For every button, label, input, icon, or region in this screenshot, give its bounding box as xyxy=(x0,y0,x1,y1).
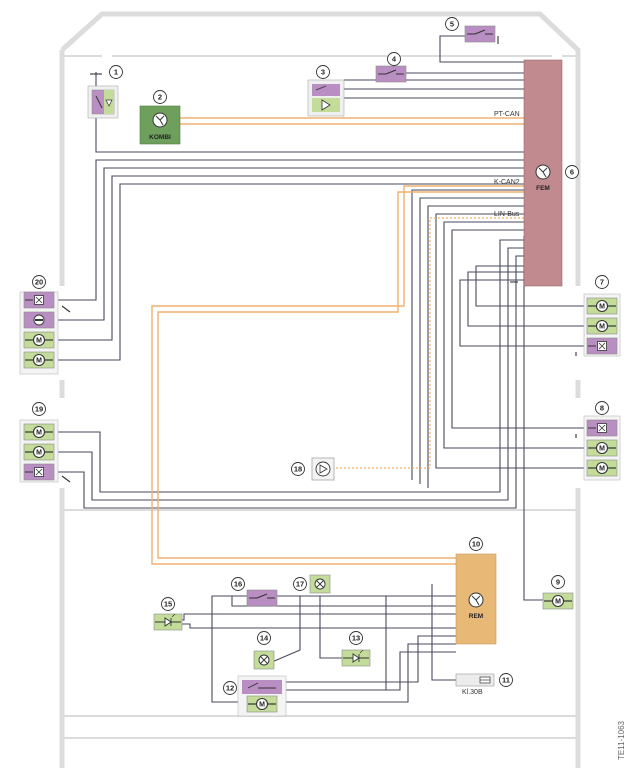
component-5 xyxy=(464,25,496,43)
motor-icon xyxy=(23,423,55,441)
x-icon xyxy=(586,419,618,437)
x-icon xyxy=(23,291,55,309)
component-13 xyxy=(341,649,371,667)
kombi-label: KOMBI xyxy=(149,134,171,141)
callout-19: 19 xyxy=(35,405,43,414)
motor-icon xyxy=(23,443,55,461)
component-15 xyxy=(153,613,183,631)
motor-icon xyxy=(246,695,278,713)
component-3 xyxy=(307,79,345,117)
callout-2: 2 xyxy=(158,93,162,102)
k-can2-bus xyxy=(151,185,524,565)
component-12 xyxy=(237,675,287,717)
fem-control-unit: FEM xyxy=(523,59,563,287)
component-19 xyxy=(19,419,59,483)
lin-bus xyxy=(334,217,524,469)
callout-1: 1 xyxy=(114,68,118,77)
vehicle-outline xyxy=(59,11,581,768)
component-9 xyxy=(542,592,574,610)
callout-15: 15 xyxy=(164,600,172,609)
component-8 xyxy=(583,415,621,481)
document-id: TE11-1063 xyxy=(617,720,626,760)
pt-can-bus xyxy=(180,117,524,125)
lin-bus-label: LIN-Bus xyxy=(494,211,520,218)
pt-can-label: PT-CAN xyxy=(494,111,520,118)
callout-14: 14 xyxy=(260,634,269,643)
callout-13: 13 xyxy=(352,634,360,643)
fem-label: FEM xyxy=(536,185,550,192)
component-14 xyxy=(253,650,275,670)
callout-8: 8 xyxy=(600,404,604,413)
motor-icon xyxy=(586,459,618,477)
motor-icon xyxy=(23,351,55,369)
fuse-icon xyxy=(479,676,491,684)
component-11: Kl.30B xyxy=(455,673,495,696)
control-unit-icon xyxy=(468,592,484,608)
callout-16: 16 xyxy=(234,580,242,589)
callout-5: 5 xyxy=(450,20,454,29)
component-16 xyxy=(246,589,278,607)
callout-17: 17 xyxy=(296,580,304,589)
x-icon xyxy=(23,463,55,481)
callout-3: 3 xyxy=(321,68,325,77)
kombi-control-unit: KOMBI xyxy=(139,105,181,145)
motor-icon xyxy=(586,439,618,457)
component-17 xyxy=(309,574,331,594)
heater-icon xyxy=(23,311,55,329)
component-1 xyxy=(87,85,119,119)
callout-20: 20 xyxy=(35,278,43,287)
component-20 xyxy=(19,291,59,375)
fuse-label: Kl.30B xyxy=(462,689,483,696)
wires xyxy=(48,35,590,703)
motor-icon xyxy=(23,331,55,349)
callout-9: 9 xyxy=(556,578,560,587)
callout-11: 11 xyxy=(502,676,510,685)
ground-icon xyxy=(61,36,577,483)
control-unit-icon xyxy=(152,112,168,128)
rem-label: REM xyxy=(469,613,483,620)
callout-7: 7 xyxy=(600,278,604,287)
component-4 xyxy=(375,65,407,83)
k-can2-label: K-CAN2 xyxy=(494,179,520,186)
control-unit-icon xyxy=(535,164,551,180)
callout-4: 4 xyxy=(392,55,397,64)
rem-control-unit: REM xyxy=(455,553,497,645)
component-18 xyxy=(311,457,335,481)
callout-numbers: 1 2 3 4 5 6 7 8 9 10 11 12 13 14 15 16 1… xyxy=(32,17,609,695)
callout-18: 18 xyxy=(294,465,302,474)
motor-icon xyxy=(586,297,618,315)
x-icon xyxy=(586,337,618,355)
motor-icon xyxy=(586,317,618,335)
callout-10: 10 xyxy=(472,540,480,549)
component-7 xyxy=(583,293,621,357)
callout-12: 12 xyxy=(226,684,234,693)
callout-6: 6 xyxy=(570,168,574,177)
